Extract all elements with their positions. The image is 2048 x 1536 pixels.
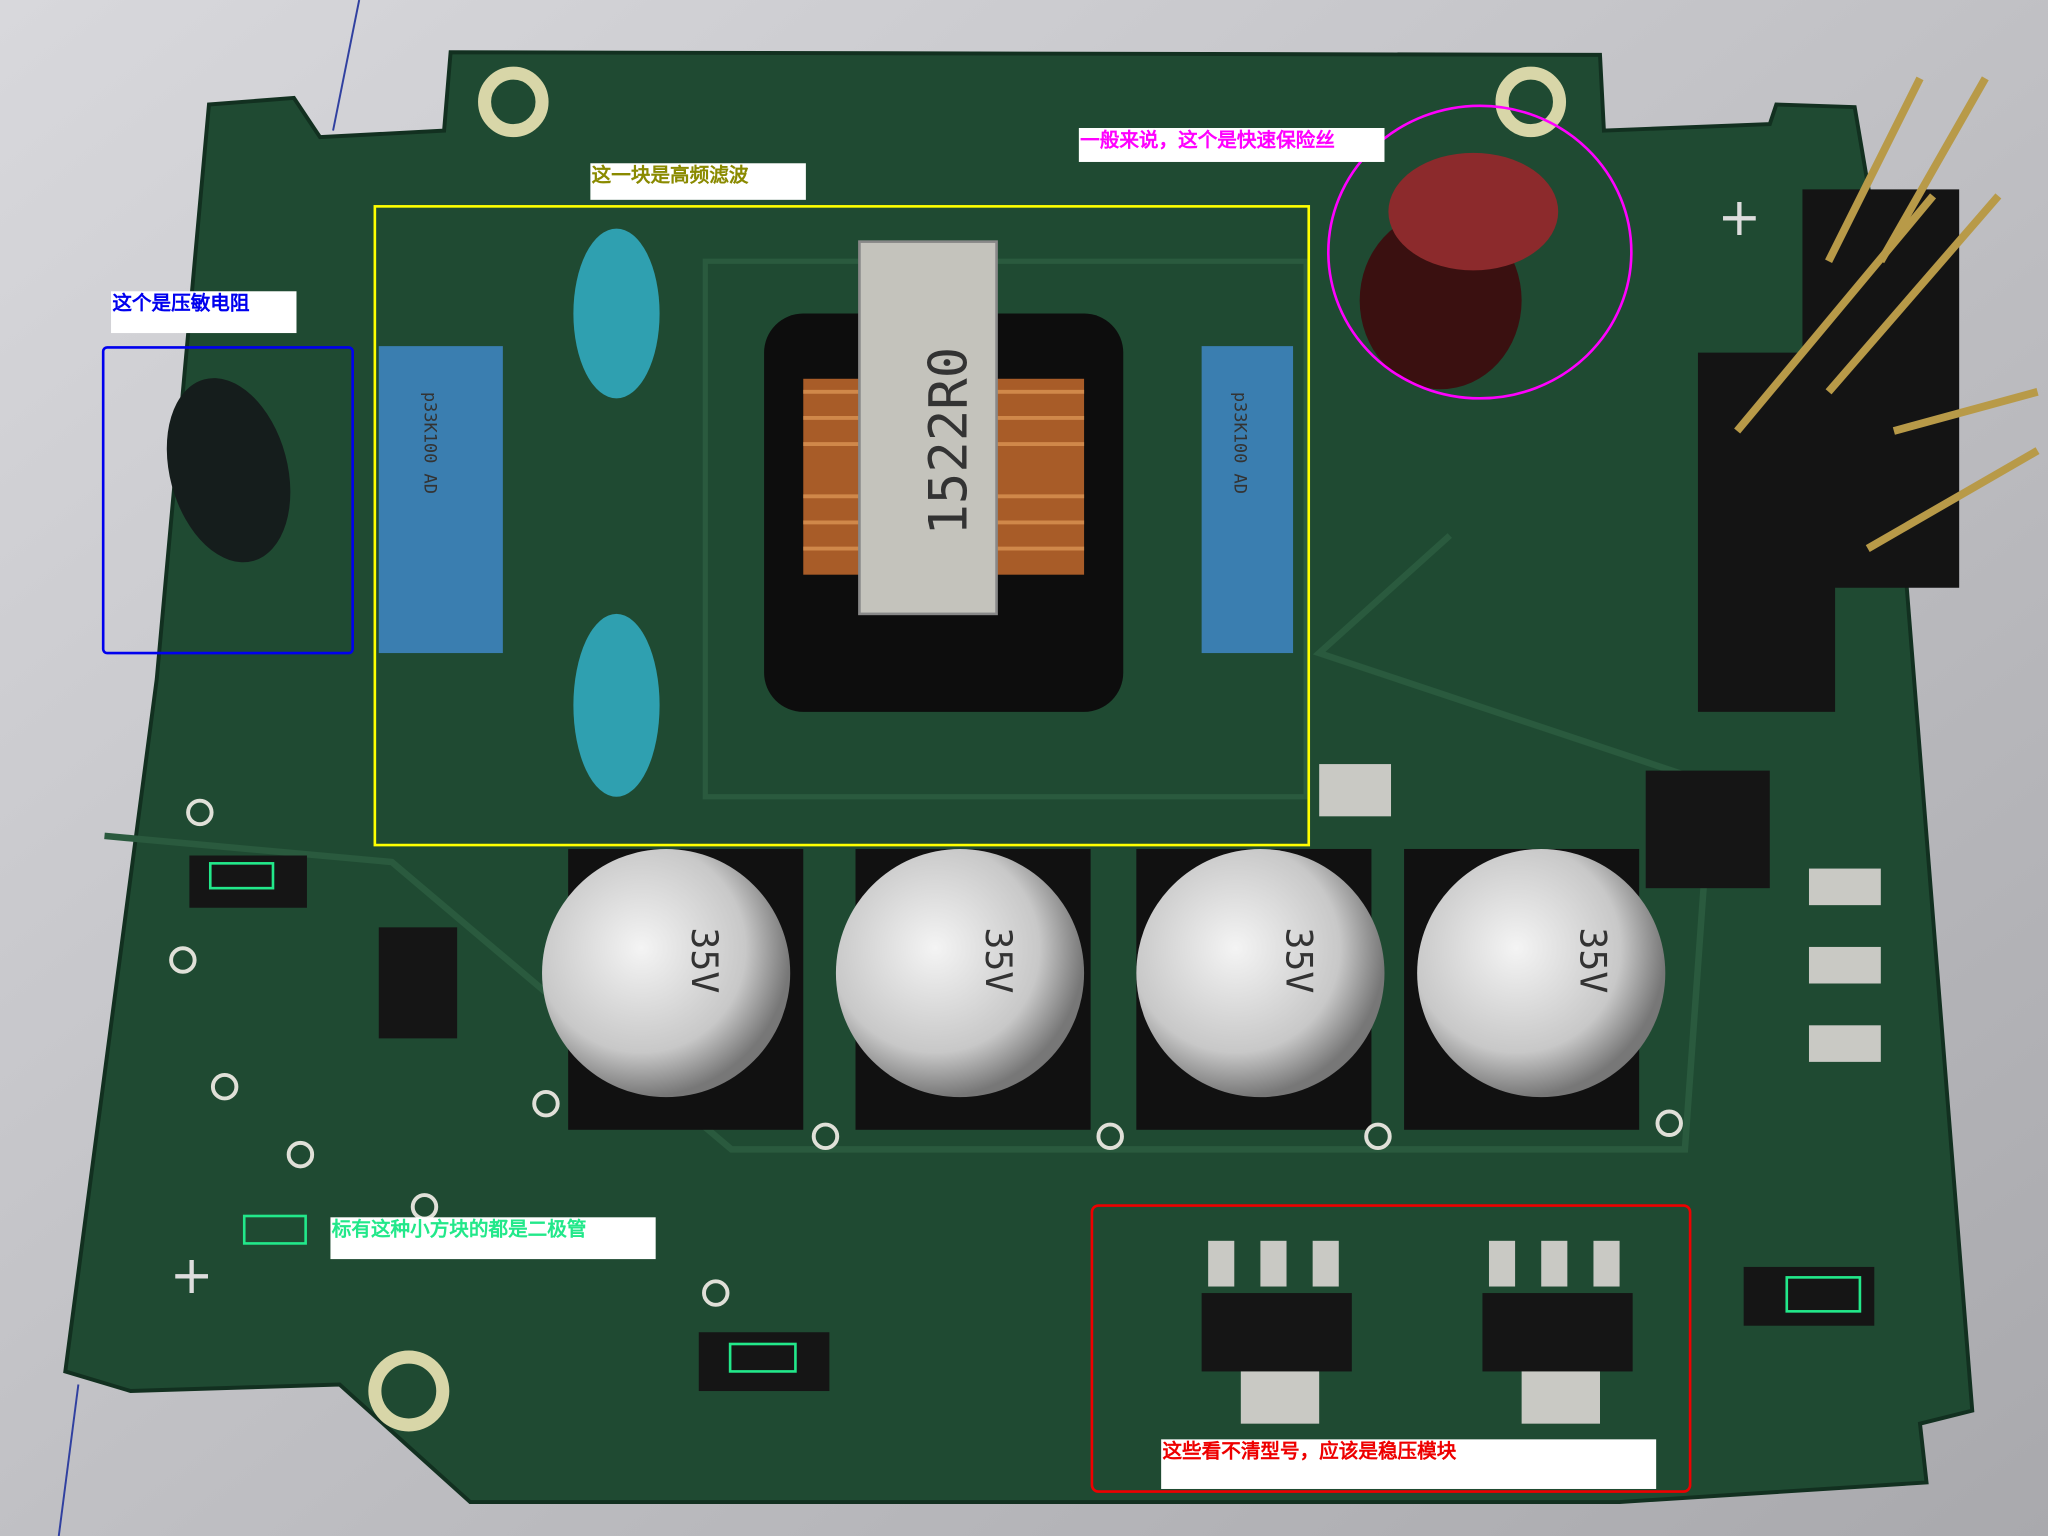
fuse-label: 一般来说，这个是快速保险丝 — [1078, 127, 1385, 162]
svg-text:+: + — [1718, 188, 1762, 248]
diode-marker — [208, 862, 275, 890]
varistor-label: 这个是压敏电阻 — [111, 291, 297, 334]
cap-voltage-label: 35V — [683, 927, 726, 993]
varistor-component — [166, 378, 291, 563]
diode-marker — [728, 1342, 797, 1373]
hf-filter-label: 这一块是高频滤波 — [590, 163, 806, 200]
svg-text:+: + — [170, 1246, 214, 1306]
cap-voltage-label: 35V — [1278, 927, 1321, 993]
regulator-highlight-box — [1090, 1204, 1692, 1493]
fuse-highlight-circle — [1327, 104, 1633, 400]
electrolytic-capacitors: 35V 35V 35V 35V — [542, 848, 1666, 1130]
diode-label: 标有这种小方块的都是二极管 — [330, 1217, 656, 1260]
regulator-label: 这些看不清型号，应该是稳压模块 — [1161, 1439, 1657, 1489]
inductor-marking: 1522R0 — [920, 347, 980, 536]
diode-marker-legend — [242, 1214, 307, 1245]
film-cap-left-marking: p33K100 AD — [419, 392, 439, 494]
y-capacitor — [573, 228, 660, 399]
hf-filter-highlight-box — [373, 205, 1311, 847]
film-capacitor-right — [1201, 346, 1294, 654]
varistor-highlight-box — [101, 346, 354, 655]
film-cap-right-marking: p33K100 AD — [1229, 392, 1249, 494]
y-capacitor — [573, 613, 660, 797]
cap-voltage-label: 35V — [977, 927, 1020, 993]
pcb-board — [63, 50, 1975, 1504]
pin-header — [1697, 352, 1836, 712]
cap-voltage-label: 35V — [1571, 927, 1614, 993]
film-capacitor-left — [378, 346, 503, 654]
diode-marker — [1785, 1276, 1862, 1313]
